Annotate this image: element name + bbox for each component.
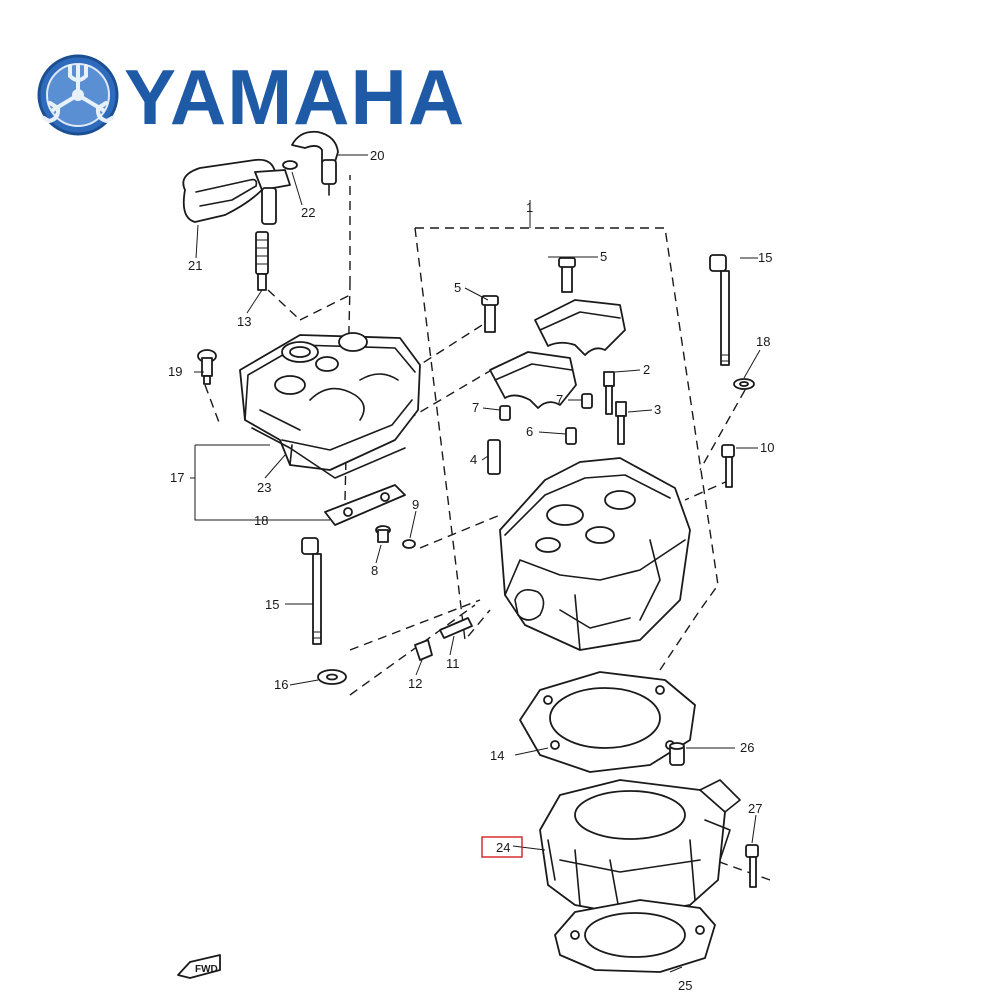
callout-6: 6 [526, 424, 533, 439]
callout-22: 22 [301, 205, 315, 220]
callout-25: 25 [678, 978, 692, 993]
callout-14: 14 [490, 748, 504, 763]
head-gasket-14 [519, 671, 696, 773]
dowel-6 [565, 427, 577, 445]
stud-bolt-15-right [709, 254, 730, 366]
cylinder-head [499, 457, 691, 651]
bolt-8 [375, 525, 391, 543]
clip-22 [282, 160, 298, 170]
head-cover-17 [239, 332, 421, 471]
gasket-23 [251, 427, 406, 479]
callout-9: 9 [412, 497, 419, 512]
camshaft-cap-upper [534, 257, 626, 356]
fwd-marker: FWD [177, 954, 221, 979]
callout-18-right: 18 [756, 334, 770, 349]
camshaft-cap-lower [481, 295, 577, 409]
callout-21: 21 [188, 258, 202, 273]
callout-13: 13 [237, 314, 251, 329]
highlight-box-24 [481, 836, 523, 858]
bolt-10 [721, 444, 735, 488]
callout-15-left: 15 [265, 597, 279, 612]
callout-12: 12 [408, 676, 422, 691]
callout-19: 19 [168, 364, 182, 379]
callout-3: 3 [654, 402, 661, 417]
cylinder-24 [539, 779, 741, 916]
callout-5-upper: 5 [600, 249, 607, 264]
callout-8: 8 [371, 563, 378, 578]
tuning-fork-emblem-icon [37, 54, 119, 136]
plate-18 [324, 484, 406, 526]
callout-7-left: 7 [472, 400, 479, 415]
yamaha-wordmark: YAMAHA [124, 53, 465, 141]
callout-labels: 1 2 3 4 5 5 6 7 7 8 9 10 11 12 13 14 15 … [168, 148, 774, 993]
valve-guide-4 [487, 439, 501, 475]
callout-11: 11 [446, 656, 460, 671]
callout-20: 20 [370, 148, 384, 163]
washer-16-left [317, 669, 347, 685]
spark-plug-13 [255, 231, 269, 291]
fwd-label: FWD [195, 964, 218, 975]
base-gasket-25 [554, 899, 716, 973]
callout-5-lower: 5 [454, 280, 461, 295]
valve-lifter-2 [603, 371, 615, 415]
bolt-27 [745, 844, 759, 888]
callout-27: 27 [748, 801, 762, 816]
callout-7-right: 7 [556, 392, 563, 407]
callout-1: 1 [526, 200, 533, 215]
breather-hose-21 [182, 158, 291, 225]
yamaha-logo: YAMAHA [37, 53, 465, 141]
callout-26: 26 [740, 740, 754, 755]
callout-10: 10 [760, 440, 774, 455]
callout-18-left: 18 [254, 513, 268, 528]
bolt-19 [197, 349, 217, 385]
pipe-20 [291, 130, 339, 196]
callout-16: 16 [274, 677, 288, 692]
dowel-26 [669, 742, 685, 766]
dowel-7-right [581, 393, 593, 409]
callout-2: 2 [643, 362, 650, 377]
stud-bolt-15-left [301, 537, 322, 645]
callout-17: 17 [170, 470, 184, 485]
dowel-7-left [499, 405, 511, 421]
fitting-12 [414, 639, 433, 661]
callout-23: 23 [257, 480, 271, 495]
callout-15-right: 15 [758, 250, 772, 265]
fwd-arrow-icon [177, 954, 221, 979]
leader-lines [190, 154, 761, 973]
valve-lifter-3 [615, 401, 627, 445]
washer-16-right [733, 378, 755, 390]
callout-24: 24 [496, 840, 510, 855]
stud-11 [439, 617, 473, 639]
washer-9 [402, 539, 416, 549]
callout-4: 4 [470, 452, 477, 467]
